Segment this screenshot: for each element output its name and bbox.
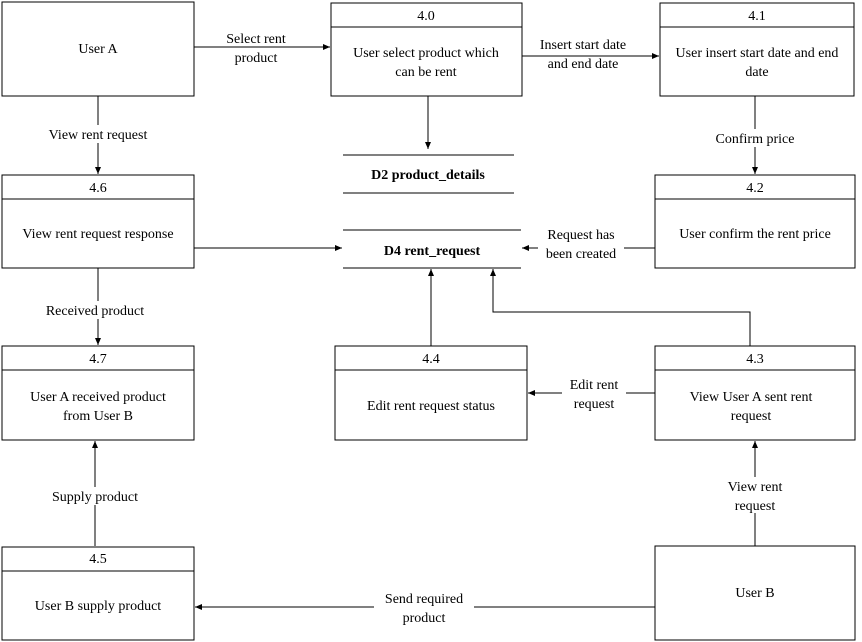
entity-user-a: User A bbox=[1, 1, 195, 97]
process-4-2: 4.2 User confirm the rent price bbox=[654, 174, 856, 269]
process-4-6-id: 4.6 bbox=[89, 181, 107, 196]
flow-view-rent-a-label: View rent request bbox=[49, 128, 148, 143]
process-4-2-id: 4.2 bbox=[746, 181, 764, 196]
flow-request-created: Request has been created bbox=[522, 226, 655, 262]
flow-confirm-price-label: Confirm price bbox=[716, 132, 795, 147]
store-d4-label: D4 rent_request bbox=[384, 244, 481, 259]
process-4-3-label-line-1: View User A sent rent bbox=[690, 390, 813, 405]
entity-user-b: User B bbox=[654, 545, 856, 641]
flow-view-to-d4 bbox=[490, 269, 751, 346]
process-4-0: 4.0 User select product which can be ren… bbox=[330, 2, 523, 97]
flow-insert-dates-line-2: and end date bbox=[548, 57, 619, 72]
store-d2: D2 product_details bbox=[343, 154, 514, 194]
flow-send-required-line-1: Send required bbox=[385, 592, 463, 607]
process-4-1-label-line-2: date bbox=[745, 65, 768, 80]
process-4-5: 4.5 User B supply product bbox=[1, 546, 195, 641]
process-4-0-id: 4.0 bbox=[417, 9, 435, 24]
flow-supply-label: Supply product bbox=[52, 490, 138, 505]
flow-view-rent-b-line-1: View rent bbox=[728, 480, 783, 495]
flow-request-created-line-2: been created bbox=[546, 247, 616, 262]
flow-received: Received product bbox=[36, 268, 160, 345]
flow-confirm-price: Confirm price bbox=[706, 96, 804, 174]
process-4-7-label-line-2: from User B bbox=[63, 409, 133, 424]
flow-insert-dates: Insert start date and end date bbox=[522, 38, 659, 72]
flow-select-rent-line-2: product bbox=[235, 51, 278, 66]
flow-send-required-line-2: product bbox=[403, 611, 446, 626]
entity-user-b-label: User B bbox=[735, 586, 774, 601]
flow-received-label: Received product bbox=[46, 304, 144, 319]
process-4-7-label-line-1: User A received product bbox=[30, 390, 166, 405]
process-4-5-label-line-1: User B supply product bbox=[35, 599, 161, 614]
process-4-3-id: 4.3 bbox=[746, 352, 764, 367]
flow-view-rent-b: View rent request bbox=[718, 441, 792, 546]
process-4-3: 4.3 View User A sent rent request bbox=[654, 345, 856, 441]
process-4-6: 4.6 View rent request response bbox=[1, 174, 195, 269]
process-4-1-label-line-1: User insert start date and end bbox=[676, 46, 839, 61]
process-4-0-label-line-1: User select product which bbox=[353, 46, 499, 61]
process-4-7: 4.7 User A received product from User B bbox=[1, 345, 195, 441]
process-4-6-label-line-1: View rent request response bbox=[22, 227, 173, 242]
flow-supply: Supply product bbox=[40, 441, 150, 546]
flow-view-rent-b-line-2: request bbox=[735, 499, 776, 514]
flow-view-rent-a: View rent request bbox=[36, 96, 160, 174]
process-4-2-label-line-1: User confirm the rent price bbox=[679, 227, 831, 242]
process-4-3-label-line-2: request bbox=[731, 409, 772, 424]
store-d4: D4 rent_request bbox=[343, 229, 521, 269]
flow-request-created-line-1: Request has bbox=[547, 228, 614, 243]
store-d2-label: D2 product_details bbox=[371, 168, 485, 183]
process-4-5-id: 4.5 bbox=[89, 552, 107, 567]
entity-user-a-label: User A bbox=[78, 42, 118, 57]
flow-select-rent: Select rent product bbox=[194, 32, 330, 66]
process-4-7-id: 4.7 bbox=[89, 352, 107, 367]
process-4-4-id: 4.4 bbox=[422, 352, 440, 367]
flow-insert-dates-line-1: Insert start date bbox=[540, 38, 626, 53]
process-4-0-label-line-2: can be rent bbox=[395, 65, 457, 80]
flow-edit-rent-line-1: Edit rent bbox=[570, 378, 619, 393]
process-4-1-id: 4.1 bbox=[748, 9, 766, 24]
flow-edit-rent-line-2: request bbox=[574, 397, 615, 412]
process-4-4-label-line-1: Edit rent request status bbox=[367, 399, 495, 414]
flow-edit-rent: Edit rent request bbox=[528, 375, 655, 412]
process-4-4: 4.4 Edit rent request status bbox=[334, 345, 528, 441]
process-4-1: 4.1 User insert start date and end date bbox=[659, 2, 855, 97]
flow-send-required: Send required product bbox=[195, 589, 655, 626]
flow-select-rent-line-1: Select rent bbox=[226, 32, 286, 47]
